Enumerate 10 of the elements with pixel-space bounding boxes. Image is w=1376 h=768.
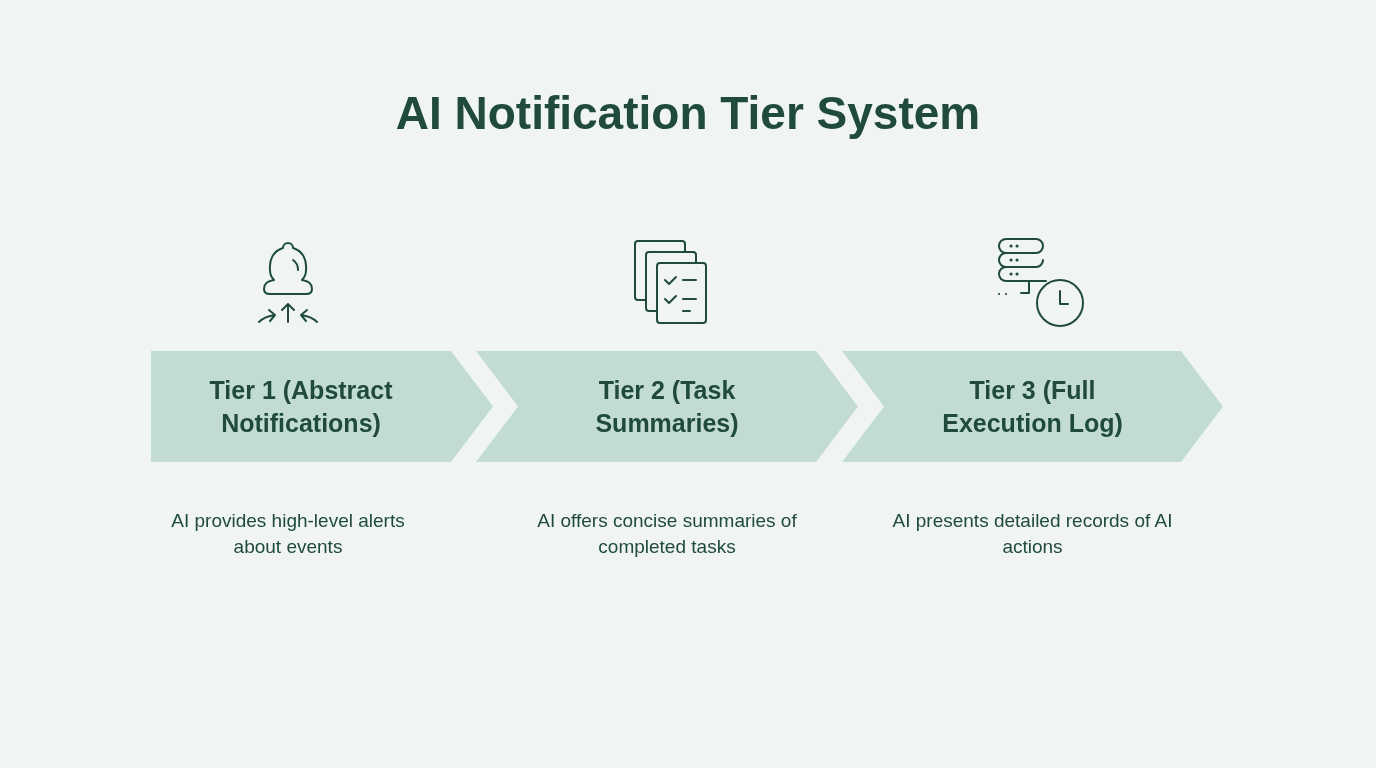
step-title: Tier 1 (Abstract Notifications) [208,375,394,439]
step-description: AI offers concise summaries of completed tasks [536,509,798,559]
diagram-title: AI Notification Tier System [394,86,982,140]
step-description: AI provides high-level alerts about events [170,509,406,559]
step-title: Tier 2 (Task Summaries) [594,375,740,439]
chevron-step [151,351,493,462]
step-description: AI presents detailed records of AI actions [892,509,1173,559]
chevron-step [476,351,858,462]
chevron-step [842,351,1223,462]
step-title: Tier 3 (Full Execution Log) [941,375,1124,439]
